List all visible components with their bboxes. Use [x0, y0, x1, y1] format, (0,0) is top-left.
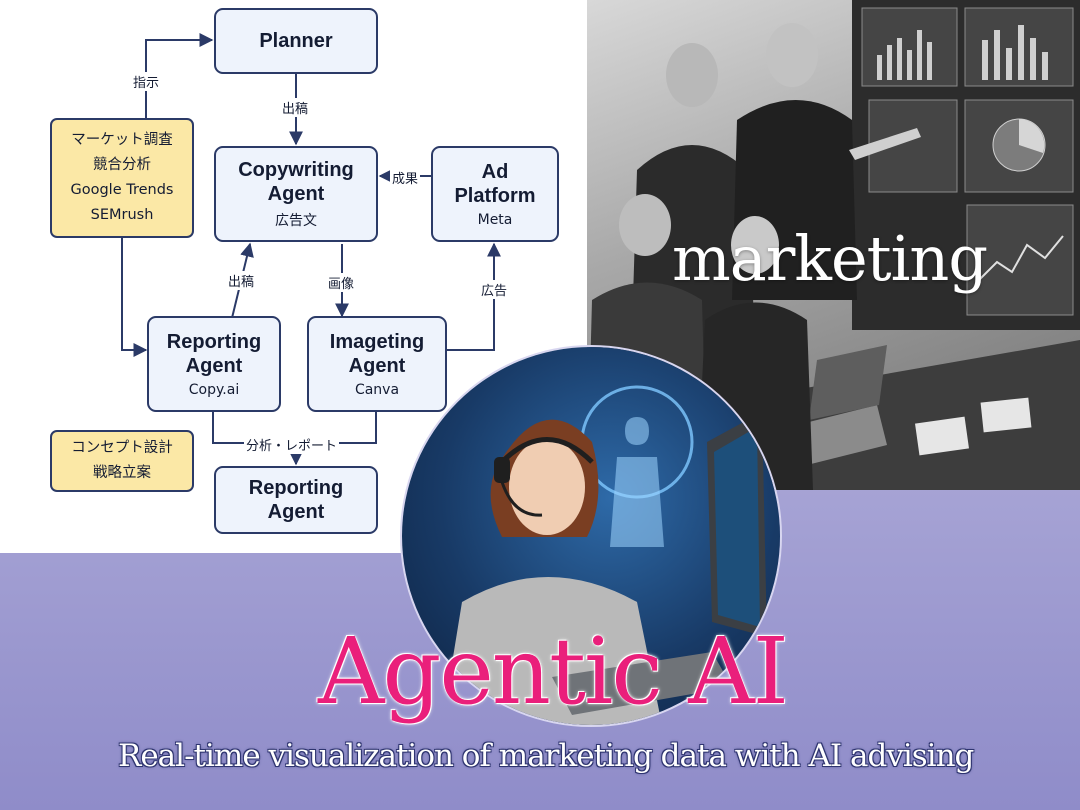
node-reporting-mid-subtitle: Copy.ai: [188, 382, 240, 398]
flowchart-panel: Planner Copywriting Agent 広告文 Ad Platfor…: [0, 0, 587, 553]
node-imageting-subtitle: Canva: [354, 382, 400, 398]
node-reporting-mid-title: Reporting Agent: [166, 331, 262, 377]
ai-operator-portrait: [402, 347, 780, 725]
note-research-line-1: マーケット調査: [71, 132, 173, 148]
note-concept-line-1: コンセプト設計: [71, 440, 173, 456]
node-copywriting-title: Copywriting Agent: [238, 159, 354, 205]
operator-illustration: [442, 385, 767, 725]
edge-label-analysis: 分析・レポート: [244, 435, 340, 454]
edge-label-draft-mid: 出稿: [226, 271, 257, 290]
node-planner-title: Planner: [259, 30, 333, 52]
node-ad-platform-title: Ad Platform: [454, 161, 536, 207]
node-imageting-agent: Imageting Agent Canva: [307, 316, 447, 412]
node-planner: Planner: [214, 8, 378, 74]
note-concept: コンセプト設計 戦略立案: [50, 430, 194, 492]
node-reporting-bottom-title: Reporting Agent: [248, 477, 344, 523]
note-research-line-2: 競合分析: [93, 157, 151, 173]
note-research-line-4: SEMrush: [90, 207, 154, 223]
edge-label-draft-top: 出稿: [280, 98, 311, 117]
node-reporting-agent-bottom: Reporting Agent: [214, 466, 378, 534]
photo-overlay-word: marketing: [672, 222, 988, 295]
edge-instruct: [145, 33, 214, 118]
edge-label-instruct: 指示: [131, 72, 162, 91]
note-research: マーケット調査 競合分析 Google Trends SEMrush: [50, 118, 194, 238]
node-reporting-agent-mid: Reporting Agent Copy.ai: [147, 316, 281, 412]
hero-title: Agentic AI: [318, 618, 789, 725]
pointing-hand-icon: [849, 128, 921, 160]
note-research-line-3: Google Trends: [70, 182, 174, 198]
node-copywriting-agent: Copywriting Agent 広告文: [214, 146, 378, 242]
office-photo: [587, 0, 1080, 490]
node-copywriting-subtitle: 広告文: [275, 213, 317, 229]
node-imageting-title: Imageting Agent: [329, 331, 425, 377]
edge-label-image: 画像: [326, 273, 357, 292]
office-scene-illustration: [587, 0, 1080, 490]
edge-research-report: [121, 237, 148, 357]
note-concept-line-2: 戦略立案: [93, 465, 151, 481]
edge-label-ad: 広告: [479, 280, 510, 299]
hero-subtitle: Real-time visualization of marketing dat…: [118, 738, 974, 774]
headset-icon: [494, 437, 594, 517]
edge-label-result: 成果: [390, 168, 421, 187]
node-ad-platform-subtitle: Meta: [477, 212, 513, 228]
node-ad-platform: Ad Platform Meta: [431, 146, 559, 242]
